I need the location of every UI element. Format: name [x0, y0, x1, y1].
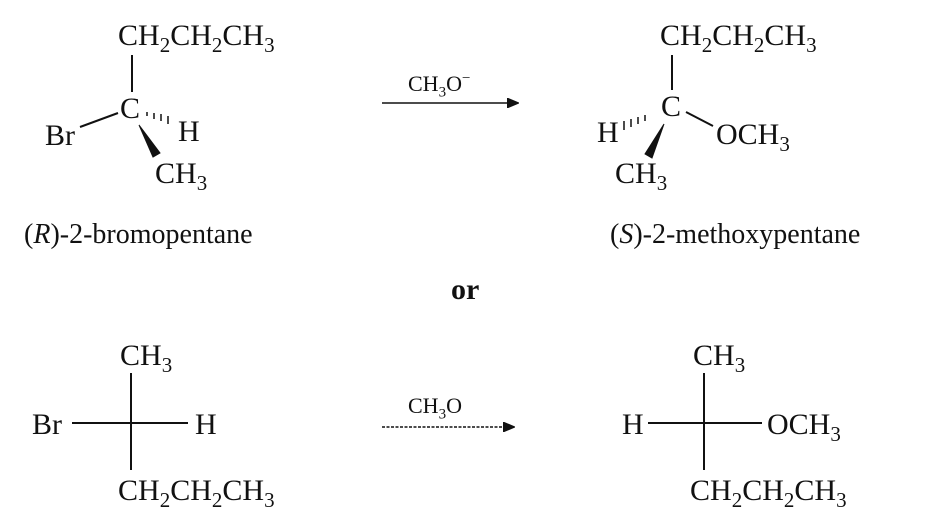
product-chain-label: CH2CH2CH3	[660, 19, 817, 57]
product-name: (S)-2-methoxypentane	[610, 219, 860, 250]
fischer-product-top-label: CH3	[693, 339, 745, 377]
reactant-wedge-bond	[138, 124, 161, 158]
reactant-methyl-label: CH3	[155, 157, 207, 195]
reactant-name: (R)-2-bromopentane	[24, 219, 253, 250]
svg-text:(S)-2-methoxypentane: (S)-2-methoxypentane	[610, 219, 860, 250]
reactant-br-bond	[79, 112, 119, 128]
product-o-bond	[685, 111, 714, 127]
product-wedge-structure: CH2CH2CH3 C H OCH3 CH3	[597, 19, 817, 195]
fischer-reactant-top-label: CH3	[120, 339, 172, 377]
product-carbon-label: C	[661, 90, 681, 123]
fischer-product-bottom-label: CH2CH2CH3	[690, 474, 847, 512]
bottom-reaction-arrow: CH3O	[382, 393, 514, 427]
product-wedge-bond	[644, 123, 665, 159]
top-reagent-label: CH3O−	[408, 71, 470, 101]
reactant-chain-label: CH2CH2CH3	[118, 19, 275, 57]
bottom-reagent-label: CH3O	[408, 393, 462, 422]
reactant-h-label: H	[178, 115, 200, 148]
reactant-hashed-bond	[146, 112, 169, 124]
product-fischer-projection: CH3 H OCH3 CH2CH2CH3	[622, 339, 847, 512]
reactant-name-text: -2-bromopentane	[60, 219, 253, 250]
fischer-reactant-right-label: H	[195, 408, 217, 441]
reactant-br-label: Br	[45, 119, 75, 152]
svg-text:(R)-2-bromopentane: (R)-2-bromopentane	[24, 219, 253, 250]
product-config-letter: S	[619, 219, 633, 250]
reactant-wedge-structure: CH2CH2CH3 C Br H CH3	[45, 19, 275, 195]
or-separator: or	[451, 273, 479, 306]
product-name-text: -2-methoxypentane	[643, 219, 861, 250]
reactant-fischer-projection: CH3 Br H CH2CH2CH3	[32, 339, 275, 512]
fischer-reactant-left-label: Br	[32, 408, 62, 441]
reactant-carbon-label: C	[120, 92, 140, 125]
top-reaction-arrow: CH3O−	[382, 71, 518, 103]
product-methoxy-label: OCH3	[716, 118, 790, 156]
fischer-reactant-bottom-label: CH2CH2CH3	[118, 474, 275, 512]
reactant-config-letter: R	[32, 219, 50, 250]
product-h-label: H	[597, 116, 619, 149]
fischer-product-left-label: H	[622, 408, 644, 441]
fischer-product-right-label: OCH3	[767, 408, 841, 446]
product-methyl-label: CH3	[615, 157, 667, 195]
product-hashed-bond	[623, 115, 646, 130]
